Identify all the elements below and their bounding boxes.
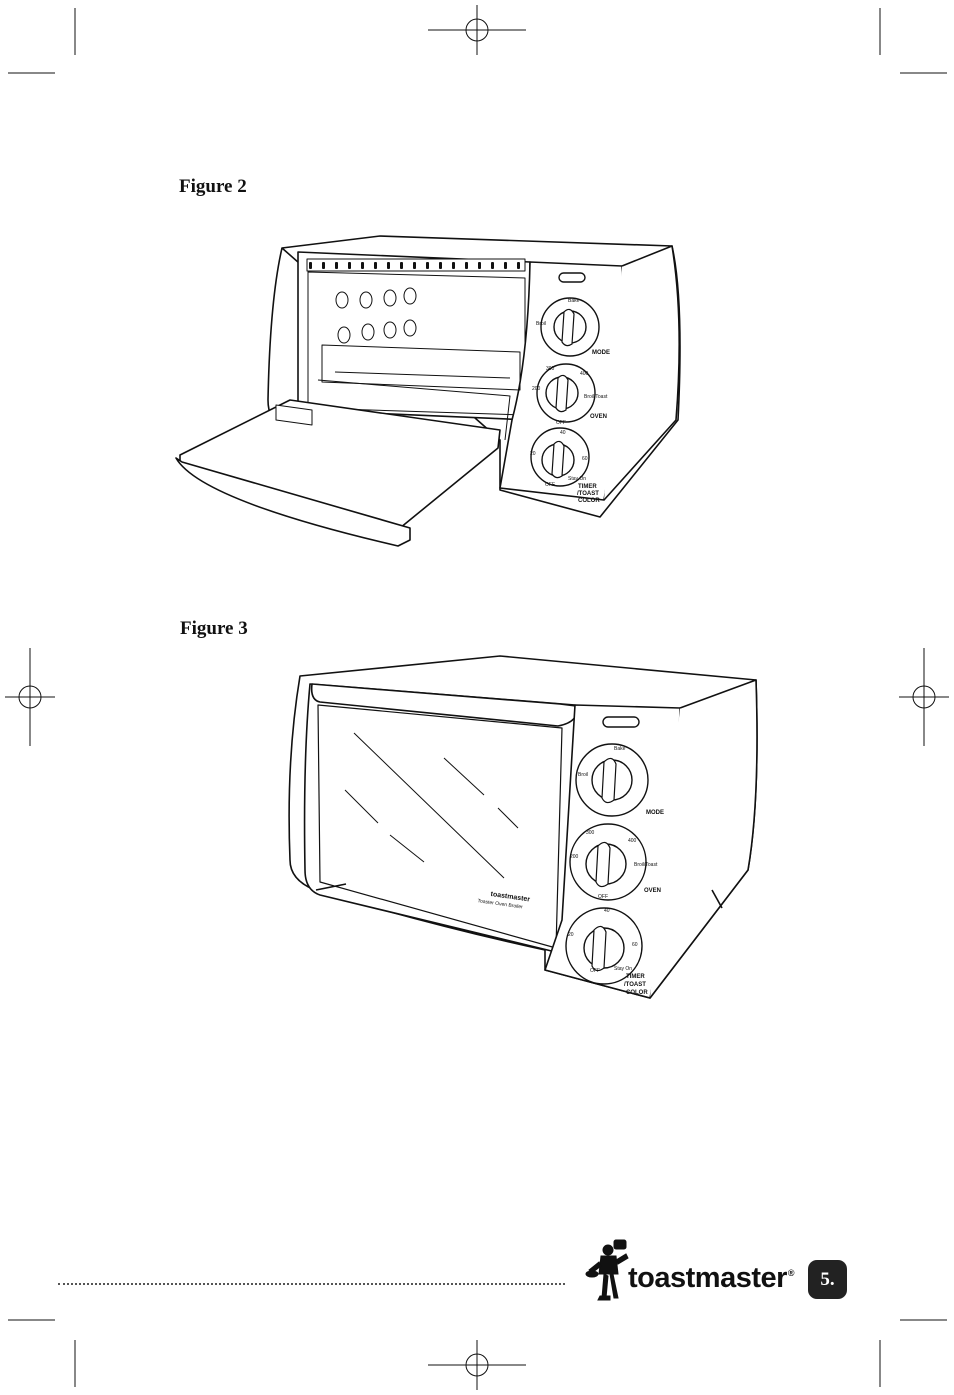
chef-mascot-logo [586, 1236, 630, 1302]
svg-text:Bake: Bake [568, 298, 580, 304]
fig2-oven-label: OVEN [590, 414, 607, 420]
fig3-timer-label: TIMER [626, 974, 645, 980]
svg-text:Broil/Toast: Broil/Toast [634, 862, 658, 868]
svg-text:OFF: OFF [590, 968, 600, 974]
svg-text:Stay On: Stay On [568, 476, 586, 482]
fig3-oven-label: OVEN [644, 888, 661, 894]
svg-text:Broil: Broil [536, 321, 546, 327]
figure-2-oven-open-illustration: MODE OVEN TIMER /TOAST COLOR Bake Broil … [170, 230, 690, 570]
svg-text:OFF: OFF [556, 420, 566, 426]
svg-text:300: 300 [546, 366, 555, 372]
fig3-color-label: COLOR [626, 990, 648, 996]
figure-3-label: Figure 3 [180, 618, 248, 640]
fig2-toast-label: /TOAST [577, 491, 599, 497]
svg-text:Bake: Bake [614, 746, 626, 752]
svg-text:Broil: Broil [578, 772, 588, 778]
fig2-timer-label: TIMER [578, 484, 597, 490]
footer-dotted-rule [58, 1283, 565, 1285]
svg-text:60: 60 [632, 942, 638, 948]
svg-text:20: 20 [530, 451, 536, 457]
page-number-badge: 5. [808, 1260, 847, 1299]
svg-text:40: 40 [560, 430, 566, 436]
svg-text:400: 400 [628, 838, 637, 844]
svg-text:60: 60 [582, 456, 588, 462]
svg-text:OFF: OFF [598, 894, 608, 900]
svg-text:Broil/Toast: Broil/Toast [584, 394, 608, 400]
figure-3-oven-closed-illustration: MODE OVEN TIMER /TOAST COLOR Bake Broil … [280, 652, 760, 1002]
svg-text:400: 400 [580, 371, 589, 377]
svg-text:200: 200 [570, 854, 579, 860]
fig2-mode-label: MODE [592, 350, 610, 356]
svg-text:300: 300 [586, 830, 595, 836]
svg-text:20: 20 [568, 932, 574, 938]
figure-2-label: Figure 2 [179, 176, 247, 198]
fig3-mode-label: MODE [646, 810, 664, 816]
svg-text:200: 200 [532, 386, 541, 392]
footer-brand-logotype: toastmaster® [628, 1262, 794, 1295]
svg-text:OFF: OFF [545, 482, 555, 488]
fig2-color-label: COLOR [578, 498, 600, 504]
fig3-toast-label: /TOAST [624, 982, 646, 988]
svg-text:40: 40 [604, 908, 610, 914]
svg-text:Stay On: Stay On [614, 966, 632, 972]
